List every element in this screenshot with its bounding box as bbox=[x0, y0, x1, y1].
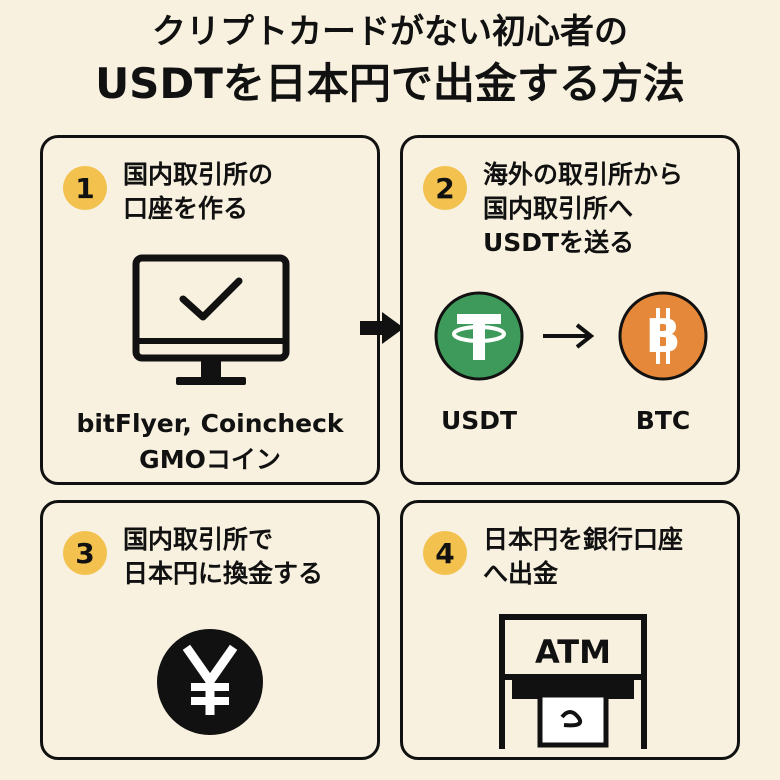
arrow-right-icon bbox=[360, 312, 404, 344]
svg-text:B: B bbox=[645, 309, 680, 363]
step-4-card: 4 日本円を銀行口座 へ出金 ATM bbox=[400, 500, 740, 760]
atm-label: ATM bbox=[535, 633, 611, 671]
step-1-text: 国内取引所の 口座を作る bbox=[123, 160, 274, 223]
bitcoin-icon: B bbox=[618, 291, 708, 381]
btc-label: BTC bbox=[635, 406, 691, 435]
title-line-1: クリプトカードがない初心者の bbox=[152, 12, 628, 52]
step-1-caption: bitFlyer, Coincheck GMOコイン bbox=[76, 409, 344, 474]
atm-icon: ATM bbox=[499, 614, 647, 749]
step-4-text: 日本円を銀行口座 へ出金 bbox=[483, 525, 684, 588]
step-2-badge: 2 bbox=[423, 166, 467, 210]
title-line-2: USDTを日本円で出金する方法 bbox=[95, 59, 685, 108]
step-1-card: 1 国内取引所の 口座を作る bitFlyer, Coincheck GMOコイ… bbox=[40, 135, 380, 485]
step-2-text: 海外の取引所から 国内取引所へ USDTを送る bbox=[483, 160, 684, 257]
step-4-badge: 4 bbox=[423, 531, 467, 575]
arrow-right-icon bbox=[543, 323, 595, 349]
step-3-card: 3 国内取引所で 日本円に換金する bbox=[40, 500, 380, 760]
monitor-check-icon bbox=[132, 254, 290, 385]
step-3-text: 国内取引所で 日本円に換金する bbox=[123, 525, 324, 588]
yen-icon bbox=[157, 629, 263, 735]
tether-icon bbox=[434, 291, 524, 381]
usdt-label: USDT bbox=[440, 406, 518, 435]
step-1-badge: 1 bbox=[63, 166, 107, 210]
step-3-badge: 3 bbox=[63, 531, 107, 575]
step-2-card: 2 海外の取引所から 国内取引所へ USDTを送る B USDT BTC bbox=[400, 135, 740, 485]
page-title: クリプトカードがない初心者の USDTを日本円で出金する方法 bbox=[0, 8, 780, 112]
